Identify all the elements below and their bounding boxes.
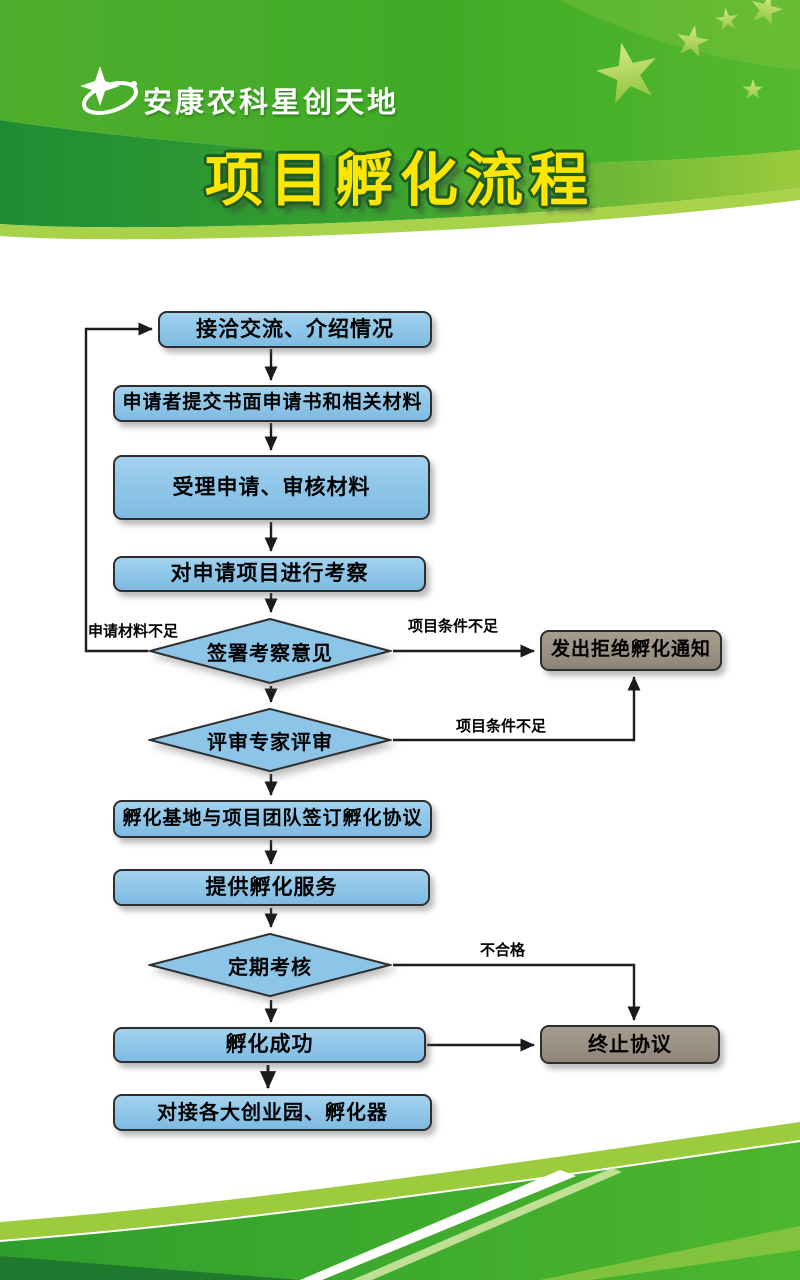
decision-label: 签署考察意见 — [207, 642, 333, 665]
step-incubation-services: 提供孵化服务 — [113, 869, 430, 906]
step-sign-agreement: 孵化基地与项目团队签订孵化协议 — [113, 800, 432, 838]
step-submit-application: 申请者提交书面申请书和相关材料 — [113, 385, 432, 422]
edge-label-unqualified: 不合格 — [480, 942, 526, 959]
header-decoration — [0, 0, 800, 240]
step-accept-review: 受理申请、审核材料 — [113, 455, 430, 520]
step-site-inspection: 对申请项目进行考察 — [113, 556, 426, 592]
terminal-terminate-agreement: 终止协议 — [540, 1025, 720, 1064]
org-logo — [80, 66, 138, 115]
decision-periodic-assessment: 定期考核 — [148, 932, 392, 998]
decision-inspection-opinion: 签署考察意见 — [148, 617, 392, 685]
edge-label-insufficient-materials: 申请材料不足 — [88, 623, 179, 640]
diamond-shape — [148, 707, 392, 773]
decision-label: 评审专家评审 — [207, 731, 333, 754]
decision-label: 定期考核 — [228, 956, 312, 979]
decision-expert-review: 评审专家评审 — [148, 707, 392, 773]
step-connect-parks: 对接各大创业园、孵化器 — [113, 1094, 432, 1131]
org-name: 安康农科星创天地 — [143, 87, 400, 119]
diamond-shape — [148, 617, 392, 685]
edge-label-insufficient-conditions-1: 项目条件不足 — [408, 618, 499, 635]
diamond-shape — [148, 932, 392, 998]
step-incubation-success: 孵化成功 — [113, 1027, 426, 1063]
footer-decoration — [0, 1122, 800, 1280]
page-title: 项目孵化流程 — [204, 148, 595, 213]
terminal-reject-notice: 发出拒绝孵化通知 — [540, 630, 722, 671]
step-contact: 接洽交流、介绍情况 — [158, 311, 432, 348]
edge-label-insufficient-conditions-2: 项目条件不足 — [456, 718, 547, 735]
